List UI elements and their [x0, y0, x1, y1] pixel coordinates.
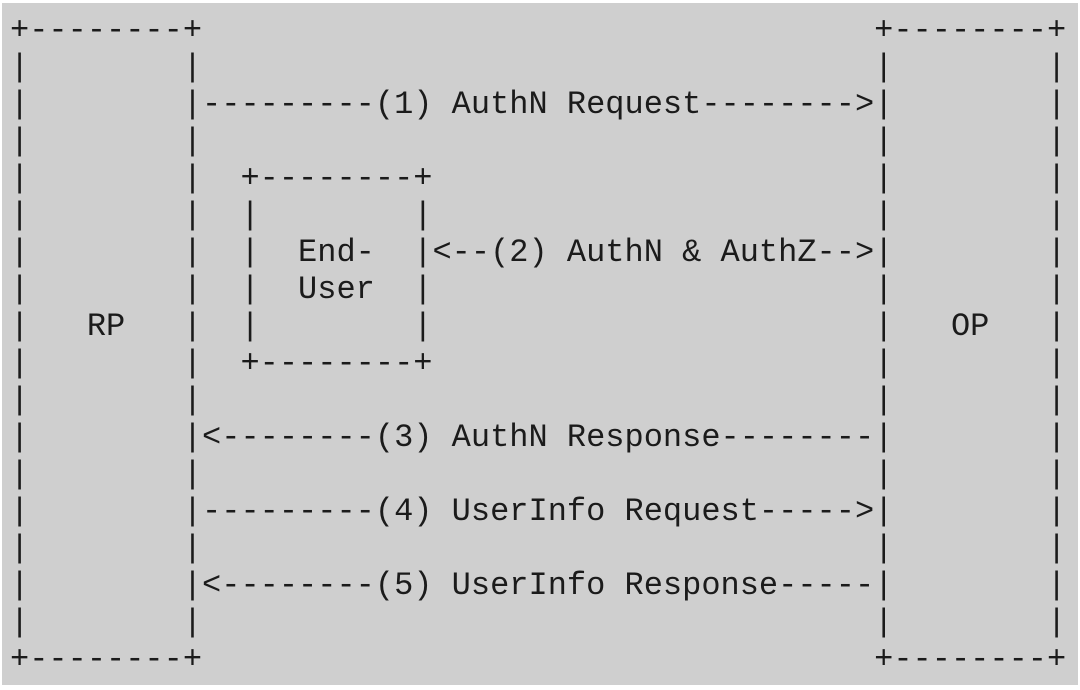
ascii-art-panel: +--------+ +--------+ | | | | | |-------…	[2, 3, 1078, 685]
ascii-diagram: +--------+ +--------+ | | | | | |-------…	[10, 12, 1067, 678]
